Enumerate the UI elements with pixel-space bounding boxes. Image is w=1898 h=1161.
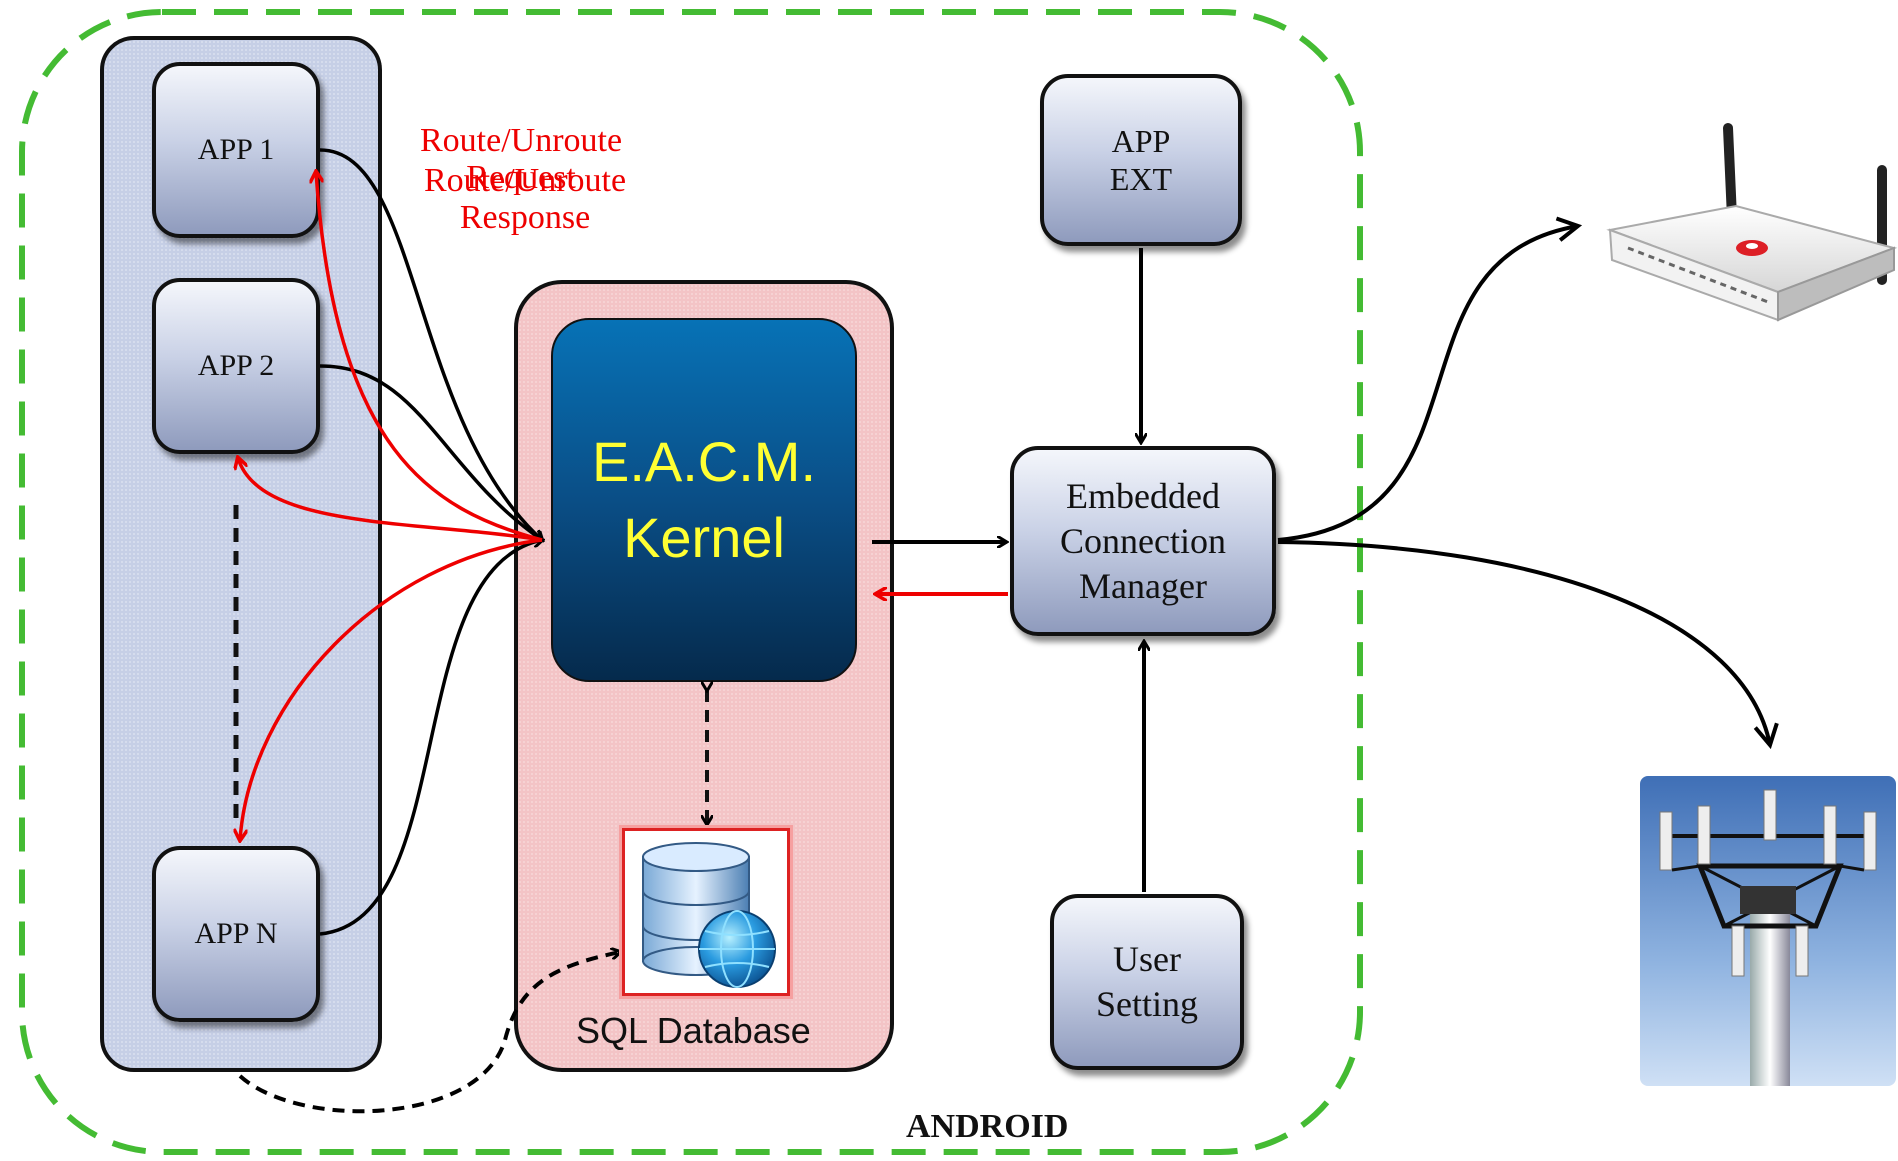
cell-tower-icon [1640, 776, 1896, 1086]
database-label: SQL Database [576, 1010, 811, 1051]
apps-to-db-dashed [238, 952, 620, 1114]
app1-to-kernel-line [319, 148, 542, 540]
wifi-router-icon [1606, 123, 1898, 322]
user-setting-label: User Setting [1095, 939, 1198, 1024]
kernel-to-appn-red [240, 538, 543, 840]
kernel-label: E.A.C.M. Kernel [591, 430, 817, 569]
database-globe-icon [642, 842, 776, 988]
connection-manager-box: Embedded Connection Manager [1010, 446, 1276, 636]
app-label-2: APP 2 [197, 349, 275, 382]
route-request-label: Route/Unroute Request [420, 122, 623, 197]
app-ext-label: APP EXT [1109, 122, 1173, 197]
manager-to-tower-arrow [1277, 540, 1770, 745]
connection-manager-label: Embedded Connection Manager [1060, 475, 1226, 606]
app-label-n: APP N [194, 917, 278, 950]
kernel-to-app1-red [316, 172, 543, 542]
app-label-1: APP 1 [197, 133, 275, 166]
app-box-2: APP 2 [152, 278, 320, 454]
app-box-1: APP 1 [152, 62, 320, 238]
route-response-label: Route/Unroute Response [424, 162, 627, 237]
appn-to-kernel-line [319, 540, 542, 936]
android-label: ANDROID [906, 1108, 1069, 1145]
app-ext-box: APP EXT [1040, 74, 1242, 246]
user-setting-box: User Setting [1050, 894, 1244, 1070]
app-box-n: APP N [152, 846, 320, 1022]
kernel-box: E.A.C.M. Kernel [551, 318, 857, 682]
manager-to-router-arrow [1277, 226, 1578, 542]
database-icon-frame [622, 828, 790, 996]
app2-to-kernel-line [319, 364, 542, 540]
kernel-to-app2-red [238, 458, 543, 542]
